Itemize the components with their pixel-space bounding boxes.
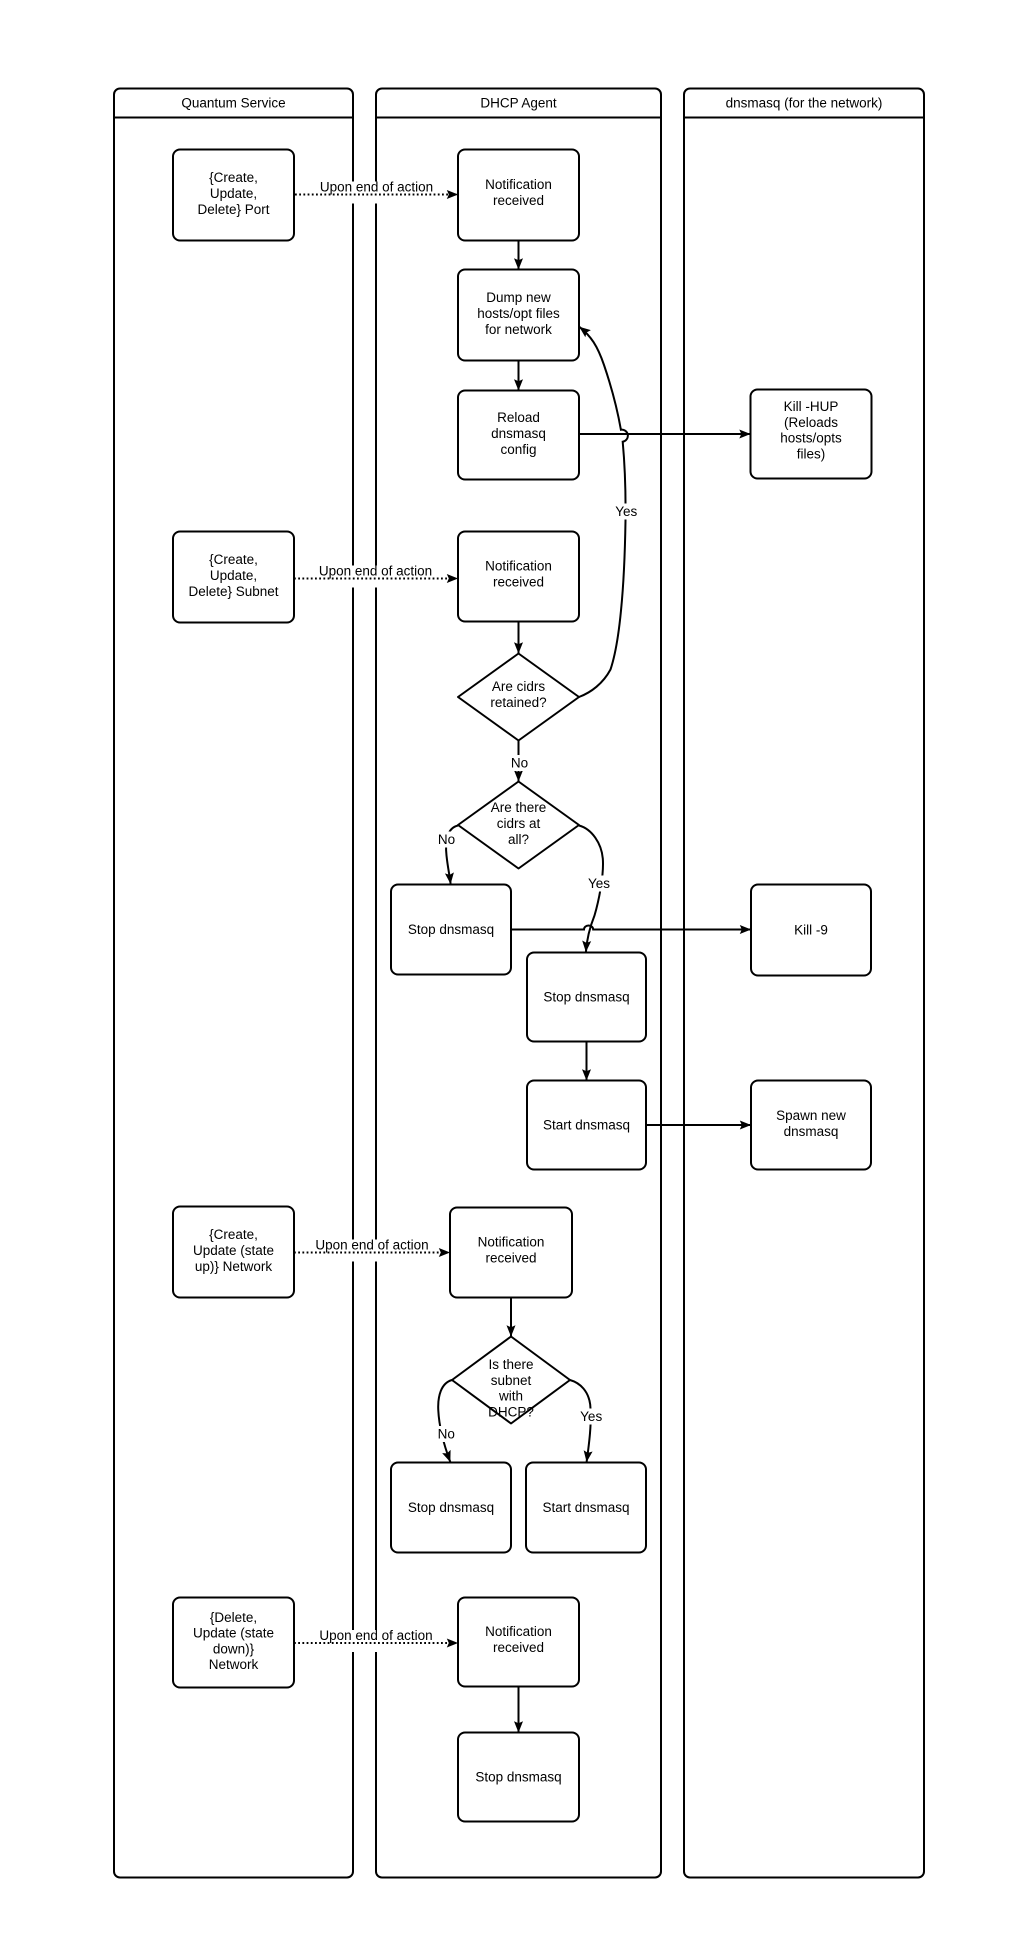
svg-text:No: No xyxy=(438,1427,455,1442)
svg-text:Update (state: Update (state xyxy=(193,1243,274,1258)
svg-text:retained?: retained? xyxy=(490,695,546,710)
svg-text:{Delete,: {Delete, xyxy=(210,1610,257,1625)
svg-text:DHCP?: DHCP? xyxy=(488,1404,534,1419)
svg-text:Notification: Notification xyxy=(485,1624,552,1639)
svg-text:dnsmasq: dnsmasq xyxy=(784,1124,839,1139)
svg-text:down)}: down)} xyxy=(213,1641,255,1656)
svg-text:No: No xyxy=(438,832,455,847)
svg-text:Yes: Yes xyxy=(588,876,610,891)
svg-text:(Reloads: (Reloads xyxy=(784,415,838,430)
svg-text:Spawn new: Spawn new xyxy=(776,1108,846,1123)
svg-text:Stop dnsmasq: Stop dnsmasq xyxy=(475,1770,561,1785)
svg-text:for network: for network xyxy=(485,322,552,337)
svg-text:Notification: Notification xyxy=(478,1235,545,1250)
svg-text:Notification: Notification xyxy=(485,559,552,574)
svg-text:Dump new: Dump new xyxy=(486,290,551,305)
svg-text:up)} Network: up)} Network xyxy=(195,1259,273,1274)
svg-text:Stop dnsmasq: Stop dnsmasq xyxy=(408,922,494,937)
svg-text:Delete} Port: Delete} Port xyxy=(197,202,269,217)
svg-text:Upon end of action: Upon end of action xyxy=(315,1238,428,1253)
svg-text:Start dnsmasq: Start dnsmasq xyxy=(543,1118,630,1133)
svg-text:Network: Network xyxy=(209,1657,259,1672)
svg-text:{Create,: {Create, xyxy=(209,170,258,185)
svg-text:Are cidrs: Are cidrs xyxy=(492,679,546,694)
svg-text:Update,: Update, xyxy=(210,186,257,201)
svg-text:cidrs at: cidrs at xyxy=(497,816,541,831)
svg-text:DHCP Agent: DHCP Agent xyxy=(480,96,557,111)
svg-text:hosts/opts: hosts/opts xyxy=(780,431,842,446)
svg-text:dnsmasq: dnsmasq xyxy=(491,426,546,441)
svg-text:Are there: Are there xyxy=(491,800,547,815)
svg-text:{Create,: {Create, xyxy=(209,1227,258,1242)
svg-text:subnet: subnet xyxy=(491,1373,532,1388)
svg-text:dnsmasq (for the network): dnsmasq (for the network) xyxy=(726,96,883,111)
svg-text:No: No xyxy=(511,756,528,771)
svg-text:files): files) xyxy=(797,446,826,461)
svg-text:Notification: Notification xyxy=(485,177,552,192)
svg-text:Quantum Service: Quantum Service xyxy=(181,96,285,111)
svg-text:received: received xyxy=(493,1640,544,1655)
svg-text:Delete} Subnet: Delete} Subnet xyxy=(188,584,278,599)
svg-text:Upon end of action: Upon end of action xyxy=(319,1628,432,1643)
svg-text:Reload: Reload xyxy=(497,410,540,425)
svg-text:Is there: Is there xyxy=(488,1357,533,1372)
svg-text:Update,: Update, xyxy=(210,568,257,583)
svg-text:received: received xyxy=(493,574,544,589)
svg-text:Kill -HUP: Kill -HUP xyxy=(784,399,839,414)
svg-text:Kill -9: Kill -9 xyxy=(794,923,828,938)
svg-text:received: received xyxy=(485,1250,536,1265)
svg-text:Stop dnsmasq: Stop dnsmasq xyxy=(543,990,629,1005)
svg-text:config: config xyxy=(500,442,536,457)
svg-text:received: received xyxy=(493,193,544,208)
svg-text:all?: all? xyxy=(508,832,529,847)
svg-text:hosts/opt files: hosts/opt files xyxy=(477,306,560,321)
svg-text:Stop dnsmasq: Stop dnsmasq xyxy=(408,1500,494,1515)
svg-text:Yes: Yes xyxy=(615,504,637,519)
svg-text:Upon end of action: Upon end of action xyxy=(319,564,432,579)
svg-text:with: with xyxy=(498,1389,523,1404)
svg-text:{Create,: {Create, xyxy=(209,552,258,567)
svg-text:Upon end of action: Upon end of action xyxy=(320,180,433,195)
svg-text:Update (state: Update (state xyxy=(193,1626,274,1641)
svg-text:Start dnsmasq: Start dnsmasq xyxy=(542,1500,629,1515)
svg-text:Yes: Yes xyxy=(580,1409,602,1424)
